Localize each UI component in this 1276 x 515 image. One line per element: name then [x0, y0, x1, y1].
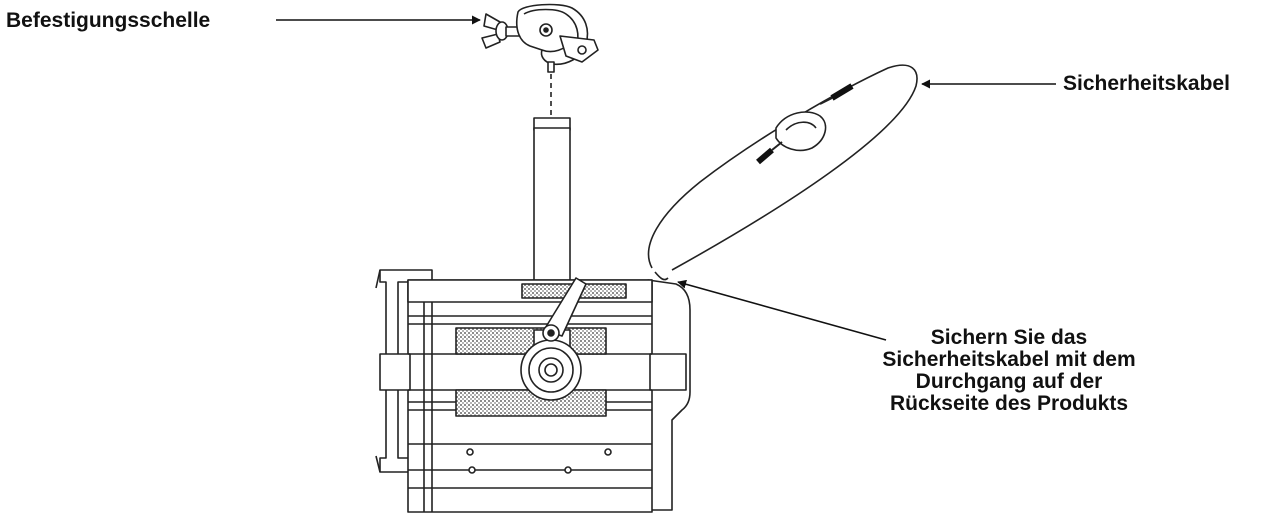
label-secure-instruction: Sichern Sie das Sicherheitskabel mit dem…	[832, 327, 1186, 415]
attach-point-leader-arrow	[677, 279, 887, 341]
secure-instruction-line: Sicherheitskabel mit dem	[882, 348, 1136, 371]
vent-lower	[455, 389, 607, 417]
secure-instruction-line: Sichern Sie das	[930, 326, 1088, 349]
safety-cable	[647, 64, 918, 281]
yoke-knob	[520, 277, 587, 401]
secure-instruction-line: Rückseite des Produkts	[889, 392, 1129, 415]
secure-instruction-line: Durchgang auf der	[915, 370, 1103, 393]
label-safety-cable: Sicherheitskabel	[1063, 72, 1230, 95]
fixture-body	[375, 269, 691, 513]
mounting-clamp	[481, 3, 599, 73]
label-mounting-clamp: Befestigungsschelle	[6, 9, 211, 32]
